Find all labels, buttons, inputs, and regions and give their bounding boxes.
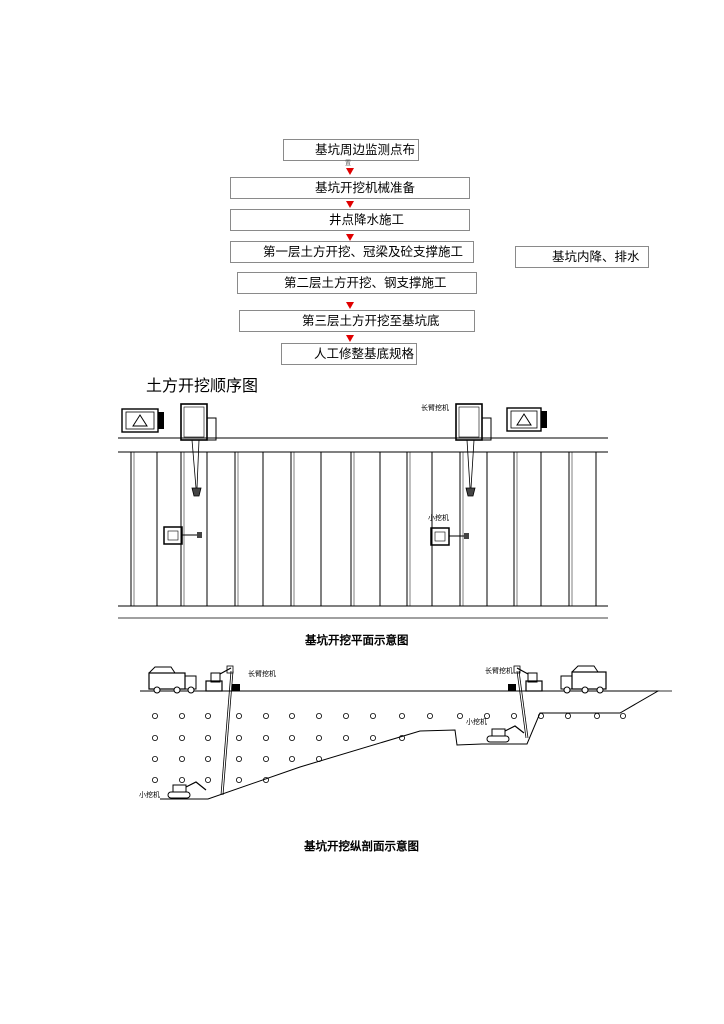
flow-arrow-3 bbox=[346, 234, 354, 241]
well-point bbox=[262, 713, 269, 720]
well-point bbox=[288, 735, 295, 742]
plan-truck-right bbox=[506, 407, 547, 432]
well-point bbox=[288, 713, 295, 720]
well-point bbox=[178, 713, 185, 720]
flow-step-3-label: 井点降水施工 bbox=[329, 212, 405, 227]
well-point bbox=[151, 713, 158, 720]
flow-step-7: 人工修整基底规格 bbox=[281, 343, 417, 365]
well-point bbox=[204, 777, 211, 784]
section-long-arm-label-left: 长臂挖机 bbox=[248, 669, 276, 678]
well-point bbox=[288, 756, 295, 763]
well-point bbox=[620, 713, 627, 720]
well-point bbox=[315, 756, 322, 763]
well-point bbox=[235, 713, 242, 720]
well-point bbox=[315, 713, 322, 720]
flow-step-5: 第二层土方开挖、钢支撑施工 bbox=[237, 272, 477, 294]
plan-long-arm-excavator-left bbox=[180, 403, 217, 497]
well-point bbox=[178, 735, 185, 742]
well-point bbox=[398, 713, 405, 720]
flow-side-box: 基坑内降、排水 bbox=[515, 246, 649, 268]
section-long-arm-label-right: 长臂挖机 bbox=[485, 666, 513, 675]
well-point bbox=[178, 777, 185, 784]
section-diagram: 长臂挖机 长臂挖机 小挖机 小挖机 bbox=[139, 665, 672, 800]
flow-step-1: 基坑周边监测点布 bbox=[283, 139, 419, 161]
section-truck-left bbox=[148, 666, 197, 694]
flow-side-box-label: 基坑内降、排水 bbox=[552, 249, 640, 264]
well-point bbox=[262, 756, 269, 763]
flow-step-2-label: 基坑开挖机械准备 bbox=[315, 180, 416, 195]
flow-step-3: 井点降水施工 bbox=[230, 209, 470, 231]
well-point bbox=[235, 777, 242, 784]
well-point bbox=[426, 713, 433, 720]
flow-small-mark: 置 bbox=[345, 160, 352, 167]
well-point bbox=[178, 756, 185, 763]
plan-small-excavator-label: 小挖机 bbox=[428, 513, 449, 522]
well-point bbox=[262, 777, 269, 784]
section-small-excavator-label-right: 小挖机 bbox=[466, 717, 487, 726]
flow-step-7-label: 人工修整基底规格 bbox=[314, 346, 415, 361]
well-point bbox=[538, 713, 545, 720]
plan-diagram: 长臂挖机 小挖机 bbox=[118, 403, 608, 619]
flow-arrow-5 bbox=[346, 302, 354, 309]
flow-step-6-label: 第三层土方开挖至基坑底 bbox=[302, 313, 440, 328]
section-caption: 基坑开挖纵剖面示意图 bbox=[304, 839, 419, 853]
flow-arrow-1 bbox=[346, 168, 354, 175]
plan-long-arm-excavator-right bbox=[455, 403, 492, 497]
plan-caption: 基坑开挖平面示意图 bbox=[305, 633, 409, 647]
section-small-excavator-left bbox=[167, 781, 207, 799]
flow-step-2: 基坑开挖机械准备 bbox=[230, 177, 470, 199]
well-point bbox=[342, 713, 349, 720]
well-point bbox=[204, 735, 211, 742]
well-point bbox=[151, 735, 158, 742]
well-point bbox=[204, 756, 211, 763]
well-point bbox=[456, 713, 463, 720]
flow-step-4: 第一层土方开挖、冠梁及砼支撑施工 bbox=[230, 241, 474, 263]
plan-long-arm-label: 长臂挖机 bbox=[421, 403, 449, 412]
flow-step-4-label: 第一层土方开挖、冠梁及砼支撑施工 bbox=[263, 244, 464, 259]
well-point bbox=[369, 713, 376, 720]
well-point bbox=[235, 756, 242, 763]
well-point bbox=[398, 735, 405, 742]
well-point bbox=[235, 735, 242, 742]
well-point bbox=[510, 713, 517, 720]
well-point bbox=[151, 777, 158, 784]
well-point bbox=[204, 713, 211, 720]
well-point bbox=[483, 713, 490, 720]
section-small-excavator-label-left: 小挖机 bbox=[139, 790, 160, 799]
flow-step-1-label: 基坑周边监测点布 bbox=[315, 142, 416, 157]
sequence-title: 土方开挖顺序图 bbox=[146, 376, 259, 395]
flow-step-5-label: 第二层土方开挖、钢支撑施工 bbox=[284, 275, 447, 290]
well-point bbox=[565, 713, 572, 720]
well-point bbox=[315, 735, 322, 742]
well-point bbox=[151, 756, 158, 763]
section-long-arm-excavator-right bbox=[508, 665, 543, 739]
section-small-excavator-right bbox=[486, 725, 525, 743]
well-point bbox=[594, 713, 601, 720]
section-truck-right bbox=[560, 665, 607, 694]
flow-arrow-6 bbox=[346, 335, 354, 342]
plan-small-excavator-right bbox=[430, 527, 469, 546]
section-well-points bbox=[151, 713, 627, 784]
section-long-arm-excavator-left bbox=[205, 665, 240, 796]
plan-truck-left bbox=[121, 408, 164, 433]
flow-arrow-2 bbox=[346, 201, 354, 208]
plan-pit-divisions bbox=[130, 452, 597, 606]
well-point bbox=[369, 735, 376, 742]
well-point bbox=[342, 735, 349, 742]
plan-small-excavator-left bbox=[163, 526, 202, 545]
well-point bbox=[262, 735, 269, 742]
flow-step-6: 第三层土方开挖至基坑底 bbox=[239, 310, 475, 332]
